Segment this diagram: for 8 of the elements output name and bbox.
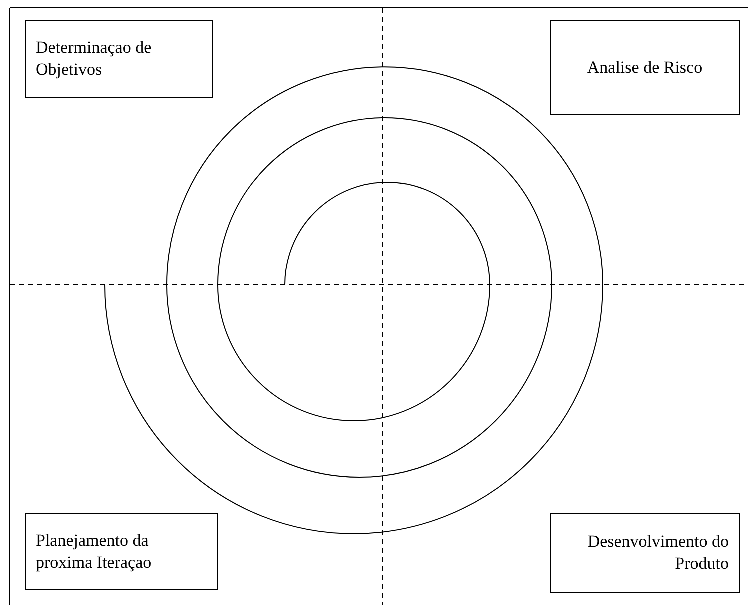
label-box — [25, 513, 218, 590]
box-label: Analise de Risco — [586, 56, 704, 78]
box-label: Planejamento da proxima Iteraçao — [36, 530, 153, 574]
label-box — [25, 20, 213, 98]
box-label: Determinaçao de Objetivos — [36, 37, 153, 81]
label-box — [550, 513, 740, 593]
label-box — [550, 20, 740, 115]
box-label: Desenvolvimento do Produto — [586, 531, 729, 575]
